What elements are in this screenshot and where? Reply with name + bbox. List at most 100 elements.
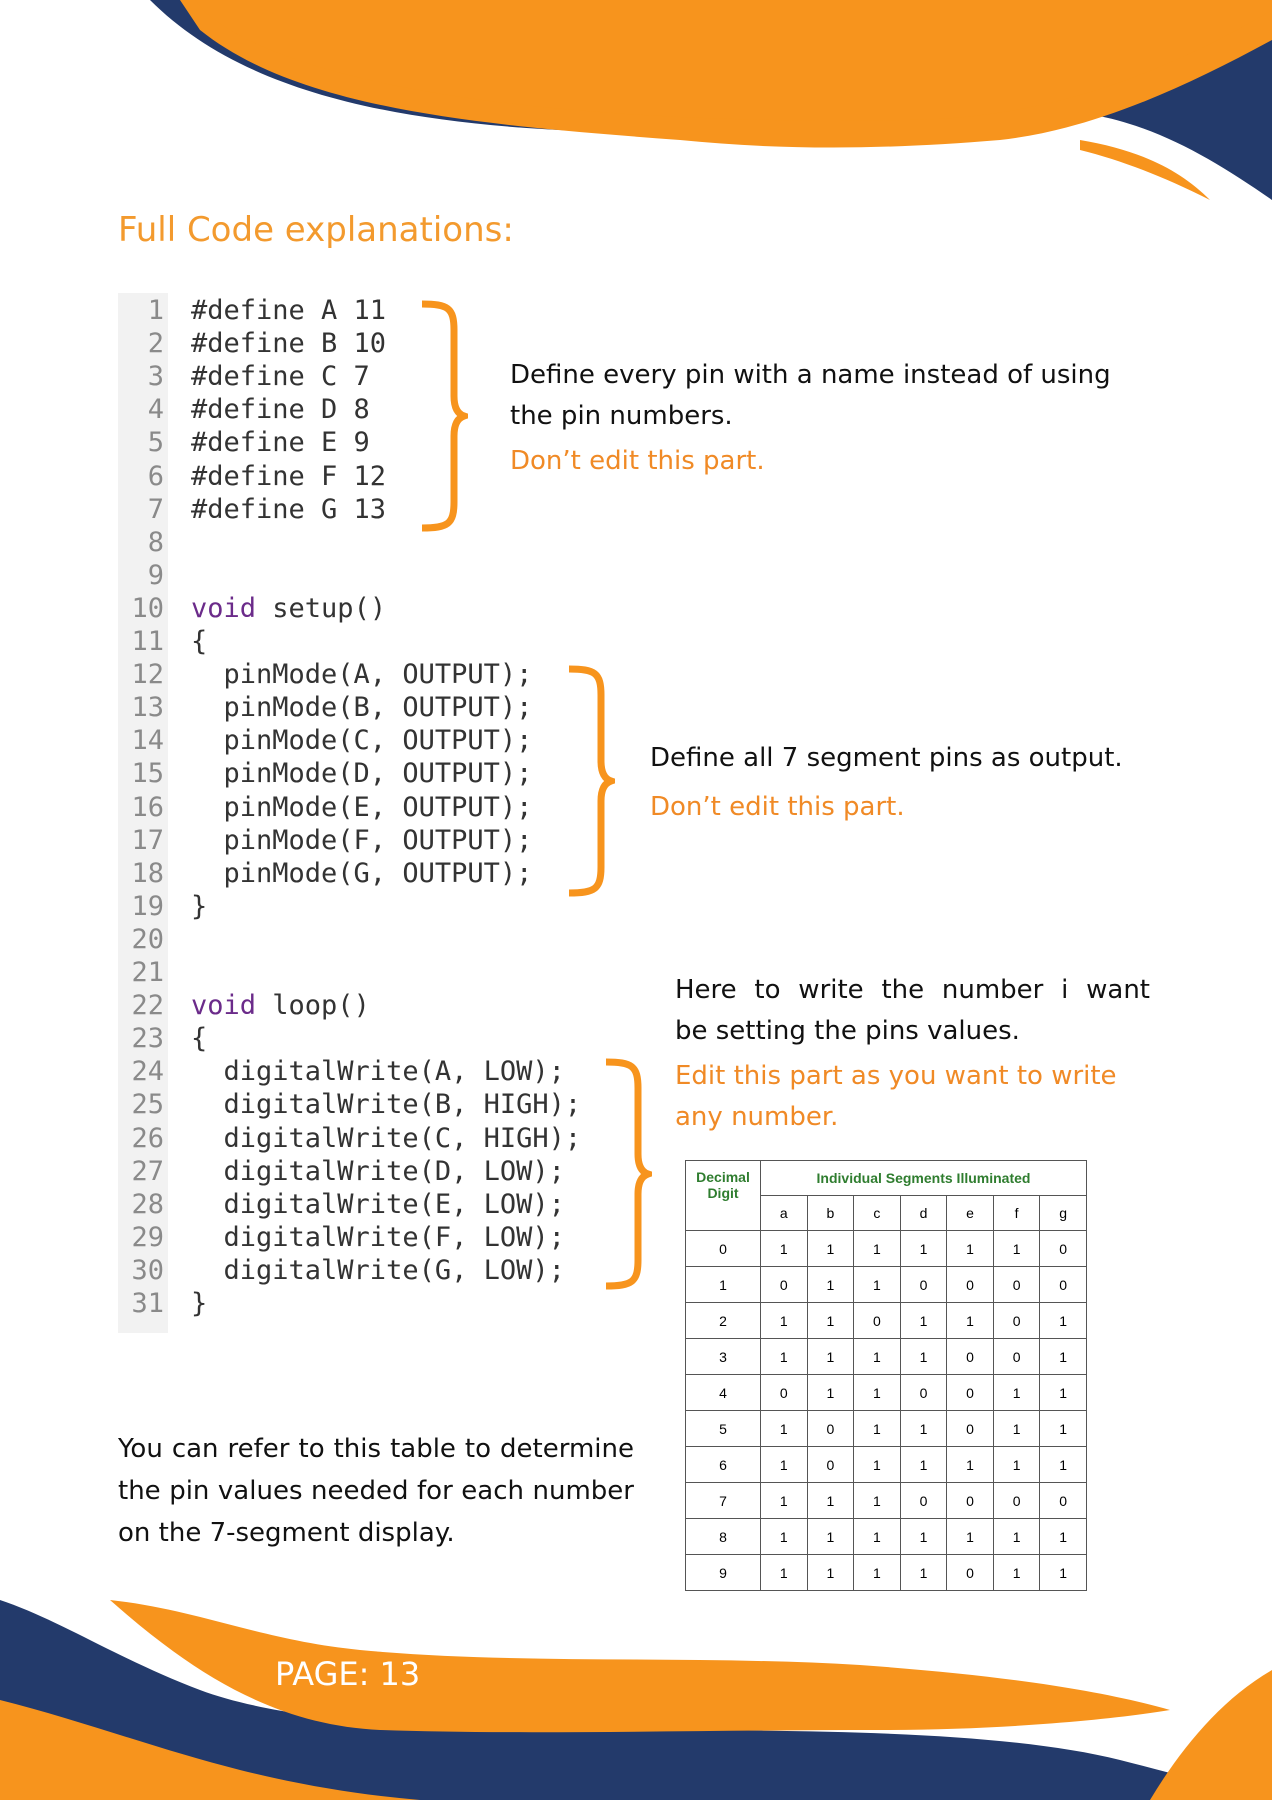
segment-cell: 1 [1039, 1374, 1087, 1411]
line-number: 27 [131, 1155, 164, 1187]
segment-cell: 0 [992, 1482, 1041, 1519]
segment-cell: 1 [853, 1230, 901, 1267]
code-text: loop() [256, 990, 370, 1022]
segment-cell: 1 [946, 1302, 994, 1339]
segment-cell: 1 [1039, 1518, 1087, 1555]
note-loop: Here to write the number i want be setti… [675, 970, 1150, 1138]
line-number: 22 [131, 990, 164, 1022]
line-number: 3 [147, 361, 164, 393]
digit-cell: 0 [685, 1230, 761, 1267]
segment-cell: 1 [806, 1338, 855, 1375]
code-line: #define F 12 [191, 460, 387, 492]
segment-cell: 0 [992, 1266, 1041, 1303]
digit-cell: 3 [685, 1338, 761, 1375]
segment-cell: 1 [946, 1446, 994, 1483]
note-setup-warning: Don’t edit this part. [650, 792, 905, 822]
note-setup: Define all 7 segment pins as output. Don… [650, 738, 1123, 828]
segment-header-a: a [760, 1195, 808, 1231]
code-line: pinMode(G, OUTPUT); [191, 857, 533, 889]
segment-cell: 0 [760, 1266, 808, 1303]
code-line: pinMode(D, OUTPUT); [191, 758, 533, 790]
segment-cell: 1 [946, 1518, 994, 1555]
note-loop-edit2: any number. [675, 1102, 839, 1132]
line-number: 11 [131, 626, 164, 657]
note-define: Define every pin with a name instead of … [510, 355, 1111, 482]
segment-cell: 1 [899, 1446, 948, 1483]
code-line: digitalWrite(C, HIGH); [191, 1122, 582, 1154]
segment-header-f: f [992, 1195, 1041, 1231]
segment-cell: 1 [899, 1410, 948, 1447]
line-number: 5 [147, 427, 164, 459]
line-number: 29 [131, 1221, 164, 1253]
header-segments: Individual Segments Illuminated [760, 1160, 1087, 1196]
segment-cell: 1 [806, 1482, 855, 1519]
code-line: { [191, 1023, 208, 1055]
line-number: 14 [131, 725, 164, 757]
line-number: 25 [131, 1089, 164, 1121]
segment-cell: 1 [946, 1230, 994, 1267]
segment-cell: 1 [853, 1518, 901, 1555]
segment-cell: 0 [899, 1374, 948, 1411]
segment-cell: 1 [992, 1554, 1041, 1591]
segment-cell: 1 [853, 1410, 901, 1447]
segment-header-g: g [1039, 1195, 1087, 1231]
segment-cell: 0 [1039, 1266, 1087, 1303]
line-number: 7 [147, 493, 164, 525]
segment-cell: 0 [946, 1374, 994, 1411]
segment-cell: 1 [899, 1302, 948, 1339]
code-line: pinMode(A, OUTPUT); [191, 659, 533, 691]
digit-cell: 5 [685, 1410, 761, 1447]
segment-cell: 0 [806, 1410, 855, 1447]
line-number: 24 [131, 1056, 164, 1088]
bottom-wave-decoration [0, 1600, 1272, 1800]
segment-cell: 1 [806, 1554, 855, 1591]
segment-cell: 1 [853, 1554, 901, 1591]
code-line: digitalWrite(G, LOW); [191, 1254, 565, 1286]
segment-cell: 1 [760, 1302, 808, 1339]
segment-cell: 1 [899, 1554, 948, 1591]
digit-cell: 6 [685, 1446, 761, 1483]
note-loop-line1: Here to write the number i want [675, 975, 1150, 1005]
segment-cell: 1 [806, 1374, 855, 1411]
digit-cell: 7 [685, 1482, 761, 1519]
segment-cell: 1 [806, 1230, 855, 1267]
code-line: void loop() [191, 990, 370, 1021]
header-digit: Digit [707, 1185, 739, 1201]
code-line: pinMode(C, OUTPUT); [191, 725, 533, 757]
brace-loop [605, 1058, 652, 1290]
line-number: 9 [147, 559, 164, 591]
line-number: 26 [131, 1122, 164, 1154]
segment-cell: 0 [853, 1302, 901, 1339]
segment-cell: 0 [1039, 1482, 1087, 1519]
segment-cell: 1 [853, 1266, 901, 1303]
line-number: 16 [131, 791, 164, 823]
segment-cell: 1 [760, 1338, 808, 1375]
segment-cell: 1 [1039, 1446, 1087, 1483]
segment-cell: 1 [806, 1302, 855, 1339]
note-loop-edit1: Edit this part as you want to write [675, 1061, 1117, 1091]
segment-cell: 1 [760, 1446, 808, 1483]
segment-cell: 0 [946, 1410, 994, 1447]
segment-cell: 1 [853, 1374, 901, 1411]
segment-cell: 0 [760, 1374, 808, 1411]
page-number: PAGE: 13 [275, 1655, 421, 1693]
segment-cell: 1 [760, 1554, 808, 1591]
segment-cell: 1 [992, 1518, 1041, 1555]
note-setup-line: Define all 7 segment pins as output. [650, 743, 1123, 773]
line-number-gutter [118, 293, 168, 1333]
segment-cell: 0 [992, 1302, 1041, 1339]
segment-cell: 1 [1039, 1554, 1087, 1591]
segment-cell: 1 [806, 1266, 855, 1303]
header-decimal-digit: Decimal Digit [685, 1160, 761, 1231]
line-number: 12 [131, 659, 164, 691]
code-line: digitalWrite(D, LOW); [191, 1155, 565, 1187]
code-line: digitalWrite(A, LOW); [191, 1056, 565, 1088]
segment-cell: 1 [1039, 1410, 1087, 1447]
segment-header-d: d [899, 1195, 948, 1231]
